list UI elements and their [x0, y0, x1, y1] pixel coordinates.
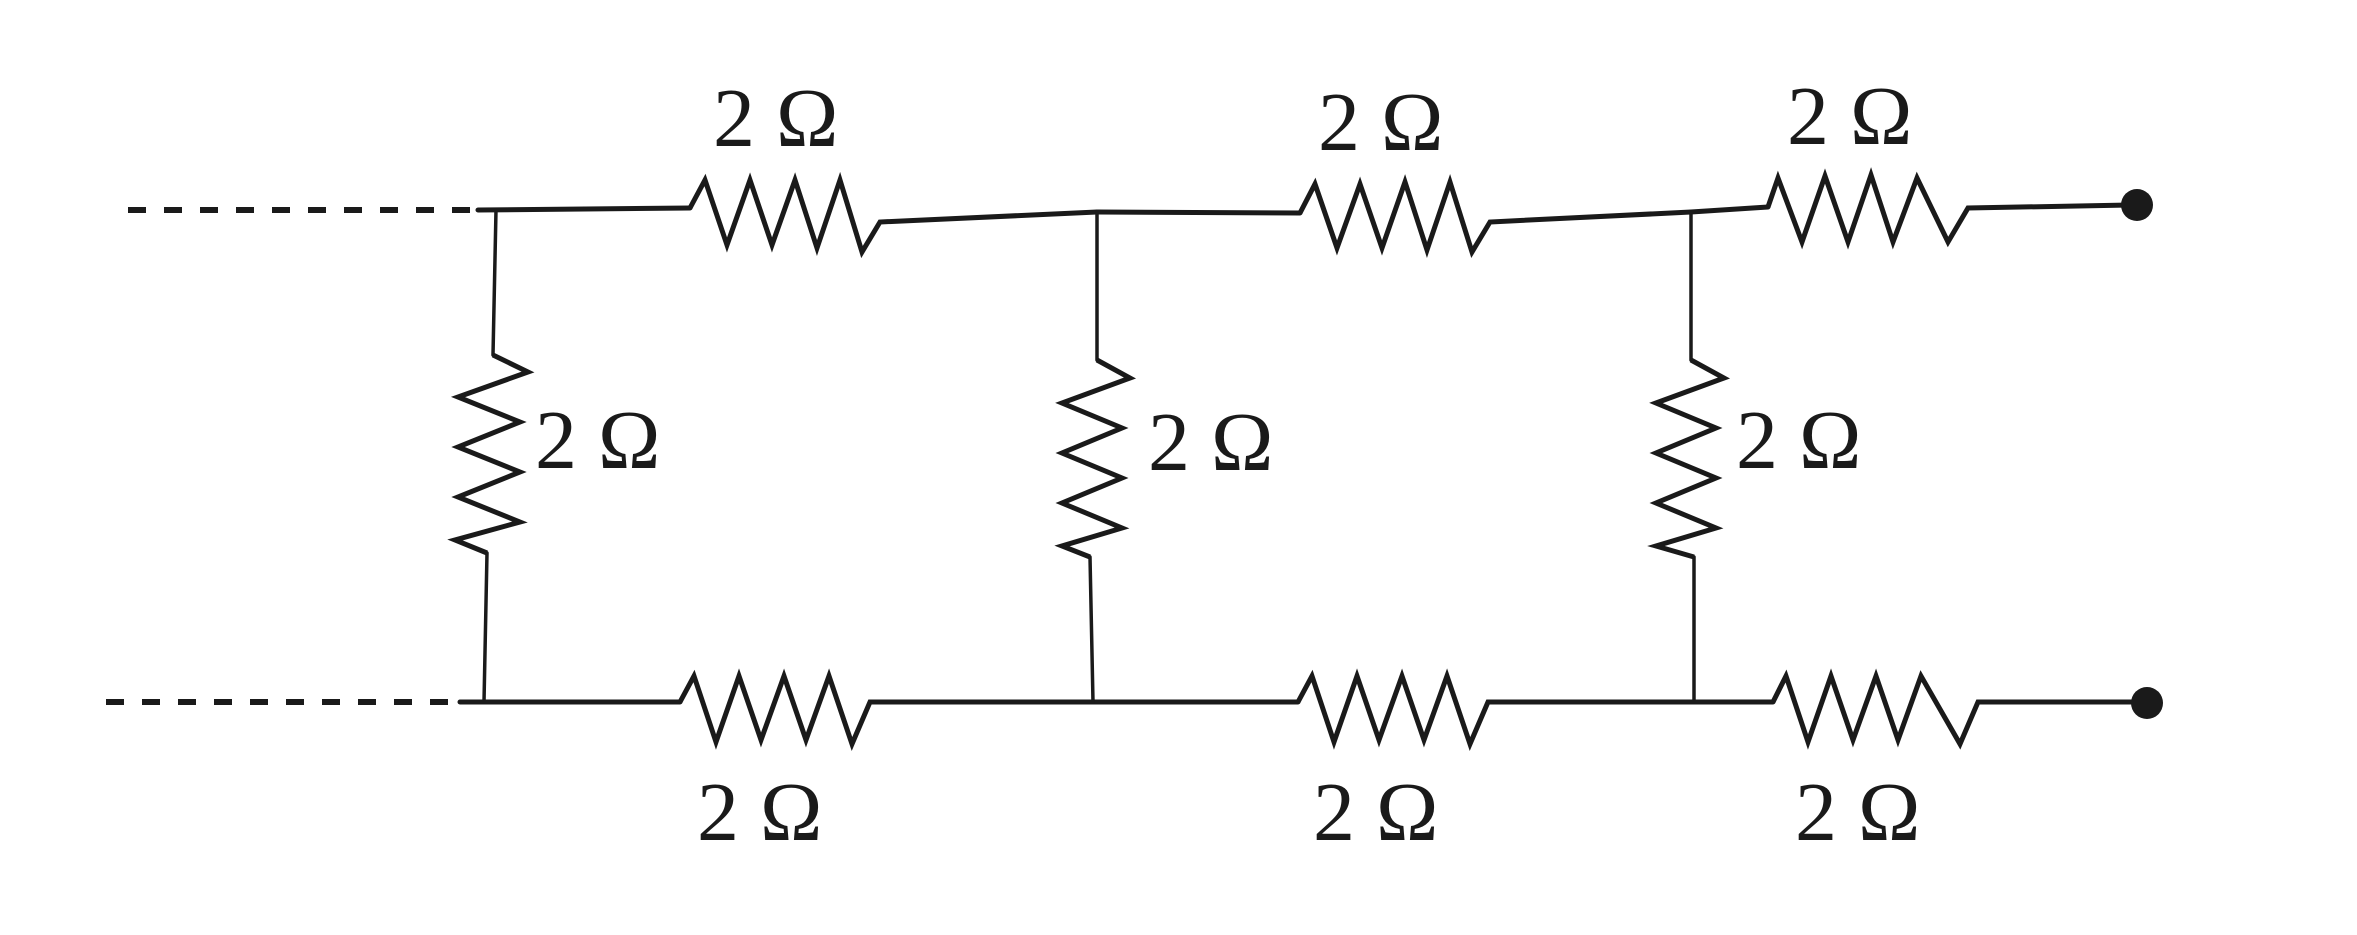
top-resistor-3-label: 2 Ω [1787, 70, 1912, 163]
rung-resistor-2 [1054, 357, 1137, 560]
bottom-resistor-1 [677, 668, 1097, 751]
bottom-resistor-2-label: 2 Ω [1313, 766, 1438, 859]
bottom-resistor-1-label: 2 Ω [697, 766, 822, 859]
rung-3 [1647, 210, 1731, 704]
top-terminal-dot[interactable] [2121, 189, 2153, 221]
bottom-terminal-dot[interactable] [2131, 687, 2163, 719]
top-resistor-2-label: 2 Ω [1318, 76, 1443, 169]
rung-2 [1054, 210, 1137, 704]
bottom-resistor-2 [1295, 668, 1691, 751]
rung-resistor-3 [1647, 357, 1731, 560]
bottom-rail [457, 668, 2163, 751]
bottom-resistor-3 [1770, 668, 2140, 750]
rung-resistor-3-label: 2 Ω [1736, 394, 1861, 487]
top-resistor-1-label: 2 Ω [713, 72, 838, 165]
rung-resistor-1 [447, 352, 535, 556]
rung-1 [447, 208, 535, 704]
top-resistor-2 [1297, 173, 1692, 259]
rung-resistor-2-label: 2 Ω [1148, 396, 1273, 489]
rung-resistor-1-label: 2 Ω [535, 394, 660, 487]
bottom-resistor-3-label: 2 Ω [1795, 766, 1920, 859]
top-resistor-1 [687, 171, 1098, 259]
top-resistor-3 [1765, 167, 2131, 250]
top-rail [475, 167, 2153, 259]
